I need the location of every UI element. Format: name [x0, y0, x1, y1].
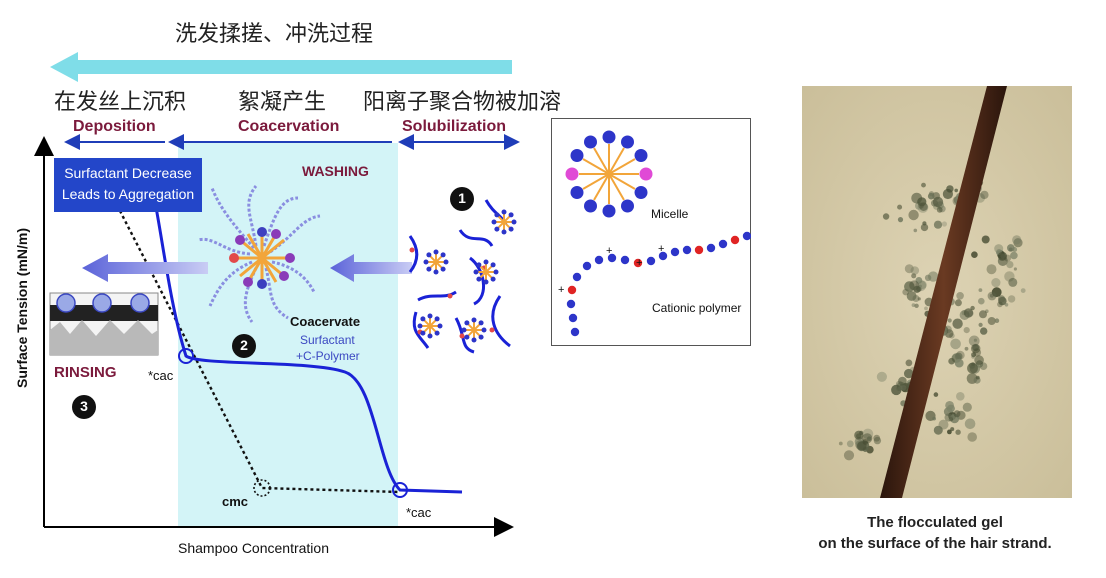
coacervate-line2: +C-Polymer	[296, 349, 360, 363]
micelle-head-pink	[639, 167, 653, 181]
aggregation-note-box	[54, 158, 202, 212]
small-micelle	[417, 313, 443, 339]
polymer-bead	[718, 239, 728, 249]
inset-polymer-chain	[566, 231, 751, 337]
process-title: 洗发揉搓、冲洗过程	[175, 22, 374, 47]
washing-region	[178, 143, 398, 526]
charge-plus-3: +	[658, 243, 665, 255]
x-axis-label: Shampoo Concentration	[178, 540, 329, 556]
polymer-bead	[594, 255, 604, 265]
surface-tension-diagram	[34, 134, 520, 537]
micelle-head	[634, 186, 648, 199]
phase-coacervation: Coacervation	[238, 118, 340, 135]
hair-strand	[880, 86, 1007, 498]
step1-badge	[450, 187, 474, 211]
cationic-polymer-label: Cationic polymer	[652, 301, 742, 315]
y-axis-label: Surface Tension (mN/m)	[14, 228, 30, 388]
micelle-head-pink	[565, 167, 579, 181]
step3-number: 3	[80, 398, 88, 414]
cac-marker-right	[392, 482, 408, 498]
flow-arrow-right	[330, 254, 412, 282]
polymer-bead	[706, 243, 716, 253]
aggregation-note-line1: Surfactant Decrease	[64, 165, 192, 181]
coacervate-title: Coacervate	[290, 314, 361, 329]
small-micelle	[461, 317, 487, 343]
photo-caption-line2: on the surface of the hair strand.	[818, 535, 1052, 552]
micelle-head	[584, 199, 597, 213]
cac-marker-left	[178, 348, 194, 364]
cmc-label: cmc	[222, 494, 249, 509]
cationic-site	[633, 258, 643, 268]
flow-arrow-left	[82, 254, 208, 282]
small-micelle	[423, 249, 449, 275]
cmc-marker	[253, 479, 271, 497]
step2-number: 2	[240, 337, 248, 353]
micelle-head	[570, 149, 584, 162]
small-micelle	[491, 209, 517, 235]
micelle-head	[621, 135, 634, 149]
cac-label-right: *cac	[406, 505, 432, 520]
polymer-bead	[620, 255, 630, 265]
polymer-bead	[658, 251, 668, 261]
micelle-head	[602, 204, 616, 218]
micelle-head	[621, 199, 634, 213]
micelle-label: Micelle	[651, 207, 689, 221]
aggregation-note-line2: Leads to Aggregation	[61, 186, 195, 202]
polymer-bead	[670, 247, 680, 257]
main-micelles	[417, 209, 517, 343]
phase-solubilization: Solubilization	[402, 118, 506, 135]
rinsing-label: RINSING	[54, 364, 117, 381]
polymer-bead	[582, 261, 592, 271]
polymer-bead	[566, 299, 576, 309]
coacervate-line1: Surfactant	[300, 333, 355, 347]
micelle-head	[602, 130, 616, 144]
coacervate-composition: Surfactant +C-Polymer	[296, 332, 360, 364]
flocculated-gel	[838, 179, 1026, 461]
inset-micelle	[565, 130, 653, 218]
cationic-site	[694, 245, 704, 255]
photo-caption-line1: The flocculated gel	[867, 514, 1003, 531]
stage-solubilization-cn: 阳离子聚合物被加溶	[363, 90, 562, 115]
polymer-bead	[682, 245, 692, 255]
micelle-polymer-inset	[551, 118, 751, 346]
aggregation-note: Surfactant Decrease Leads to Aggregation	[56, 163, 200, 205]
step3-badge	[72, 395, 96, 419]
polymer-bead	[607, 253, 617, 263]
charge-plus-4: +	[558, 284, 565, 296]
micelle-head	[634, 149, 648, 162]
micelle-head	[570, 186, 584, 199]
polymer-bead	[570, 327, 580, 337]
washing-label: WASHING	[302, 163, 369, 179]
phase-deposition: Deposition	[73, 118, 156, 135]
polymer-bead	[572, 272, 582, 282]
mixture-curve	[146, 167, 463, 494]
step2-badge	[232, 334, 256, 358]
micelle-head	[584, 135, 597, 149]
cationic-site	[730, 235, 740, 245]
hair-surface-illustration	[49, 292, 159, 356]
stage-flocculation-cn: 絮凝产生	[238, 90, 327, 115]
polymer-bead	[742, 231, 751, 241]
cationic-site	[567, 285, 577, 295]
polymer-bead	[568, 313, 578, 323]
stage-deposition-cn: 在发丝上沉积	[54, 90, 187, 115]
polymer-bead	[646, 256, 656, 266]
surfactant-curve	[96, 167, 401, 494]
step1-number: 1	[458, 190, 466, 206]
coacervate-cluster	[197, 185, 321, 323]
charge-plus-2: +	[636, 257, 643, 269]
cac-label-left: *cac	[148, 368, 174, 383]
small-micelle	[473, 259, 499, 285]
process-direction-arrow	[50, 52, 512, 82]
charge-plus-1: +	[606, 245, 613, 257]
photo-caption: The flocculated gel on the surface of th…	[760, 512, 1106, 554]
solubilized-micelles	[408, 199, 511, 354]
hair-strand-photo	[802, 86, 1072, 498]
